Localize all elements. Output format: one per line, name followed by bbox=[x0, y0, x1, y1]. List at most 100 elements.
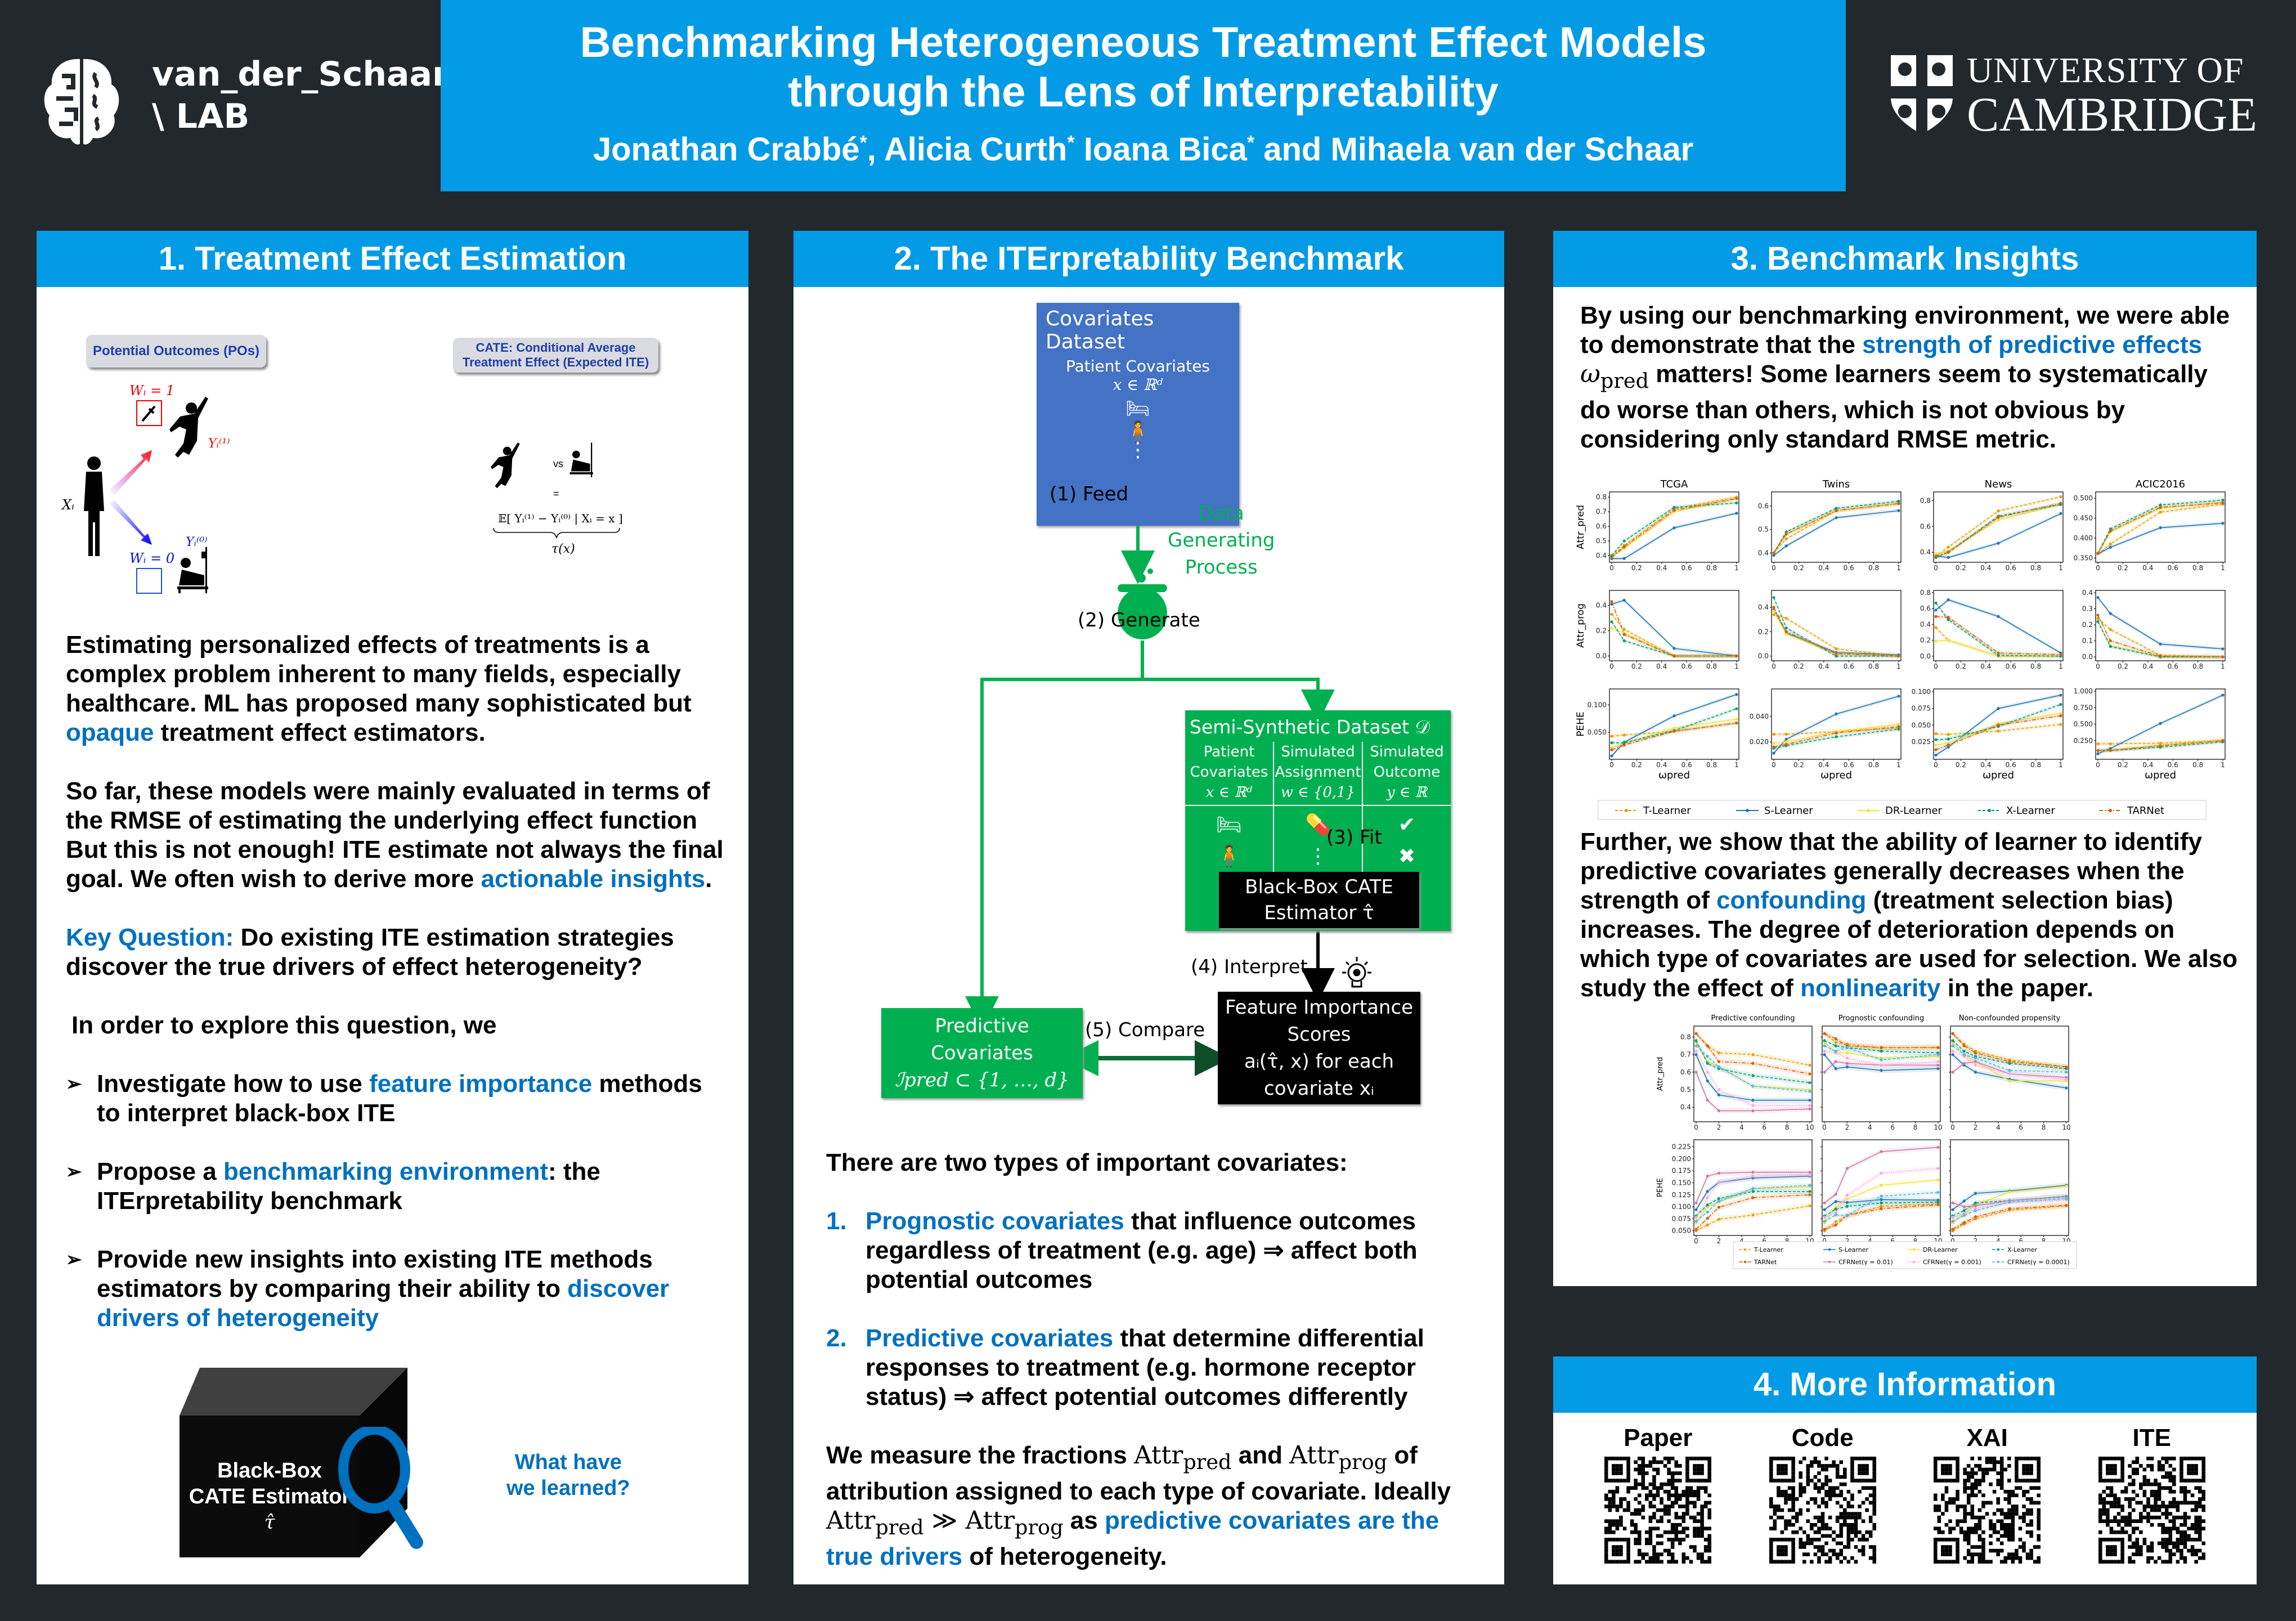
data-point-s-learner bbox=[1808, 1099, 1811, 1102]
data-point-x-learner bbox=[1880, 1049, 1883, 1053]
data-point-x-learner bbox=[1622, 741, 1626, 745]
sub: pred bbox=[1183, 1449, 1232, 1474]
y-tick-label: 0.0 bbox=[1596, 652, 1607, 660]
data-point-t-learner bbox=[1934, 626, 1938, 629]
x-axis-label: ωpred bbox=[2145, 769, 2176, 781]
data-point-cfrnet-0-01 bbox=[1936, 1063, 1940, 1067]
black-box-label: Black-Box CATE Estimator τ̂ bbox=[180, 1458, 360, 1535]
y-tick-label: 0.0 bbox=[2082, 653, 2093, 661]
x-tick-label: 0.8 bbox=[2192, 761, 2203, 769]
semi-synthetic-title: Semi-Synthetic Dataset 𝒟 bbox=[1190, 716, 1430, 738]
data-point-x-learner bbox=[2221, 499, 2225, 502]
data-point-dr-learner bbox=[1845, 1051, 1849, 1055]
qr-link-paper[interactable]: Paper bbox=[1604, 1424, 1712, 1564]
confidence-band-s-learner bbox=[1696, 1051, 1810, 1103]
data-point-cfrnet-0-001 bbox=[1951, 1049, 1954, 1053]
confidence-band-x-learner bbox=[1824, 1199, 1938, 1219]
explore-paragraph: In order to explore this question, we bbox=[71, 1011, 497, 1039]
highlight-nonlinearity: nonlinearity bbox=[1800, 974, 1941, 1002]
data-point-cfrnet-0-01 bbox=[1834, 1193, 1837, 1196]
qr-link-code[interactable]: Code bbox=[1769, 1424, 1876, 1564]
underbrace bbox=[493, 527, 620, 539]
column-icon: 🛏 bbox=[1216, 813, 1242, 836]
x-tick-label: 0.2 bbox=[1631, 662, 1642, 670]
arrow-bullet-icon: ➢ bbox=[66, 1161, 82, 1183]
qr-code-icon[interactable] bbox=[1769, 1457, 1876, 1564]
cate-jumping-icon bbox=[491, 442, 520, 489]
data-point-cfrnet-0-0001 bbox=[1936, 1053, 1940, 1056]
confidence-band-cfrnet-0-01 bbox=[1953, 1059, 2066, 1081]
data-point-dr-learner bbox=[1672, 726, 1676, 729]
data-point-dr-learner bbox=[1772, 741, 1775, 745]
data-point-tarnet bbox=[1672, 729, 1676, 733]
y-tick-label: 0.4 bbox=[1758, 549, 1769, 557]
legend-label: S-Learner bbox=[1764, 805, 1813, 817]
series-line-cfrnet-0-001 bbox=[1824, 1050, 1939, 1066]
control-box bbox=[136, 568, 162, 594]
series-line-x-learner bbox=[1773, 728, 1899, 749]
data-point-dr-learner bbox=[1784, 633, 1788, 636]
qr-code-icon[interactable] bbox=[1604, 1457, 1712, 1564]
data-point-s-learner bbox=[1936, 1067, 1940, 1071]
x-tick-label: 4 bbox=[1739, 1237, 1744, 1245]
data-point-tarnet bbox=[1717, 1206, 1720, 1209]
text: and bbox=[1231, 1441, 1290, 1469]
data-point-cfrnet-0-001 bbox=[2065, 1077, 2068, 1081]
series-line-x-learner bbox=[1612, 708, 1737, 744]
qr-code-icon[interactable] bbox=[1934, 1457, 2041, 1564]
x-tick-label: 0 bbox=[1694, 1237, 1698, 1245]
x-tick-label: 0.6 bbox=[1681, 761, 1692, 769]
data-point-cfrnet-0-001 bbox=[1717, 1181, 1720, 1184]
plot-frame bbox=[1771, 688, 1902, 760]
tau-label: τ(x) bbox=[551, 542, 575, 556]
data-point-cfrnet-0-01 bbox=[1834, 1060, 1837, 1063]
y-tick-label: 0.020 bbox=[1750, 738, 1769, 746]
data-point-cfrnet-0-01 bbox=[1880, 1150, 1883, 1153]
data-point-cfrnet-0-0001 bbox=[2008, 1069, 2011, 1072]
qr-link-ite[interactable]: ITE bbox=[2098, 1424, 2205, 1564]
data-point-dr-learner bbox=[1997, 518, 2000, 522]
data-point-t-learner bbox=[2059, 495, 2062, 499]
data-point-x-learner bbox=[1735, 707, 1738, 710]
qr-link-xai[interactable]: XAI bbox=[1934, 1424, 2041, 1564]
data-point-tarnet bbox=[2096, 749, 2100, 752]
data-point-x-learner bbox=[1947, 737, 1950, 741]
qr-label: Code bbox=[1791, 1424, 1854, 1452]
covariate-type-item: 1.Prognostic covariates that influence o… bbox=[826, 1207, 1479, 1295]
legend-box bbox=[1733, 1241, 2077, 1269]
confidence-band-cfrnet-0-0001 bbox=[1696, 1043, 1810, 1095]
data-point-t-learner bbox=[1784, 732, 1788, 736]
legend-label: S-Learner bbox=[1838, 1246, 1868, 1253]
data-point-x-learner bbox=[1808, 1190, 1811, 1193]
predictive-covariates-box: Predictive Covariates ℐpred ⊂ {1, …, d} bbox=[881, 1008, 1083, 1098]
y-tick-label: 0.8 bbox=[1680, 1033, 1691, 1041]
x-tick-label: 1 bbox=[2059, 564, 2063, 572]
data-point-cfrnet-0-01 bbox=[1751, 1171, 1755, 1174]
intro-paragraph: Estimating personalized effects of treat… bbox=[66, 630, 730, 747]
benchmark-flow-arrows bbox=[965, 526, 1371, 1076]
legend-label: TARNet bbox=[1754, 1259, 1777, 1266]
qr-code-icon[interactable] bbox=[2098, 1457, 2205, 1564]
data-point-tarnet bbox=[1735, 721, 1738, 725]
data-point-x-learner bbox=[1610, 741, 1613, 745]
data-point-t-learner bbox=[1610, 735, 1613, 738]
column-icon: ⋮ bbox=[1308, 845, 1328, 868]
data-point-t-learner bbox=[1834, 1220, 1837, 1224]
title-banner: Benchmarking Heterogeneous Treatment Eff… bbox=[441, 0, 1846, 191]
data-point-x-learner bbox=[1951, 1039, 1954, 1042]
x-tick-label: 0.4 bbox=[1818, 564, 1829, 572]
x-tick-label: 2 bbox=[1974, 1237, 1978, 1245]
x-tick-label: 2 bbox=[1845, 1237, 1850, 1245]
data-point-x-learner bbox=[1962, 1049, 1966, 1053]
x-tick-label: 0.2 bbox=[2118, 564, 2128, 572]
data-point-cfrnet-0-0001 bbox=[1951, 1044, 1954, 1047]
data-point-s-learner bbox=[1694, 1053, 1698, 1056]
x-tick-label: 10 bbox=[1805, 1123, 1814, 1131]
series-line-x-learner bbox=[1935, 602, 2061, 657]
confidence-band-x-learner bbox=[1953, 1193, 2066, 1219]
data-point-s-learner bbox=[1974, 1071, 1977, 1074]
